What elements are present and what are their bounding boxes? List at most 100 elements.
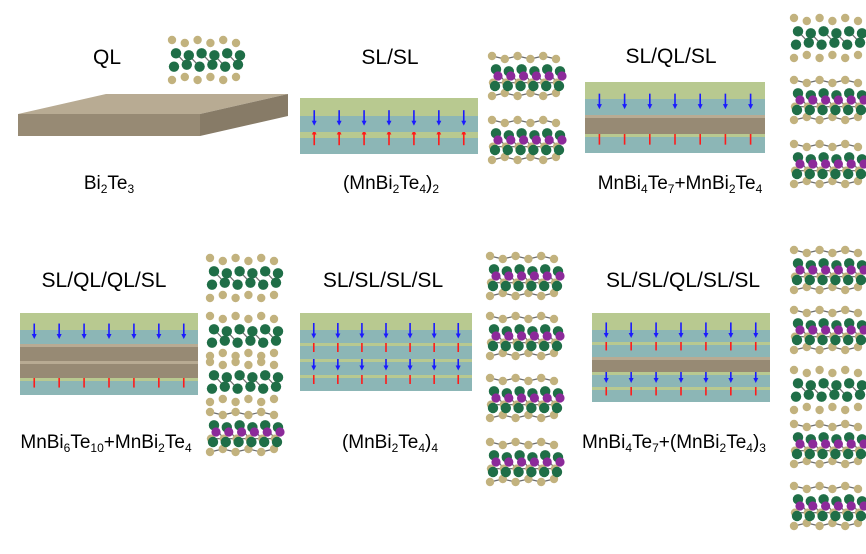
te-atom: [802, 248, 811, 258]
te-atom: [244, 314, 253, 324]
bi-atom: [791, 510, 803, 522]
bi-atom: [830, 274, 841, 286]
bi-atom: [805, 380, 816, 391]
bi-atom: [855, 334, 866, 346]
formula-subscript: 4: [755, 182, 763, 196]
mn-atom: [504, 271, 514, 281]
te-atom: [551, 118, 561, 128]
te-atom: [828, 248, 837, 258]
mn-atom: [859, 159, 866, 169]
te-atom: [231, 357, 240, 367]
te-atom: [500, 54, 509, 64]
mn-atom: [504, 331, 514, 341]
bi-atom: [207, 59, 218, 70]
slab-front-face: [20, 364, 198, 378]
te-atom: [526, 118, 535, 128]
te-atom: [526, 54, 535, 64]
mn-atom: [821, 159, 831, 169]
formula-text: Te: [735, 173, 756, 194]
bi-atom: [854, 37, 866, 48]
mn-atom: [833, 95, 843, 105]
bi-atom: [206, 383, 218, 394]
slab-top-face: [585, 82, 765, 99]
bi-atom: [181, 59, 192, 70]
formula-text: Te: [726, 432, 747, 453]
mn-atom: [808, 265, 818, 275]
bi-atom: [856, 380, 866, 391]
te-atom: [231, 397, 240, 407]
bi-atom: [260, 370, 271, 381]
mn-atom: [795, 95, 805, 105]
mn-atom: [808, 439, 818, 449]
te-atom: [853, 368, 863, 378]
bi-atom: [513, 402, 524, 414]
mn-atom: [493, 71, 503, 81]
mn-atom: [821, 325, 831, 335]
bi-atom: [818, 26, 829, 37]
te-atom: [789, 405, 799, 415]
mn-atom: [808, 95, 818, 105]
te-atom: [537, 311, 546, 321]
mn-atom: [542, 271, 552, 281]
te-atom: [244, 394, 253, 404]
slab-front-face: [300, 138, 478, 154]
bi-atom: [817, 274, 828, 286]
te-atom: [206, 38, 215, 48]
bi-atom: [234, 370, 245, 381]
bi-atom: [831, 380, 842, 391]
te-atom: [511, 413, 520, 423]
bi-atom: [526, 466, 537, 478]
te-atom: [231, 407, 240, 417]
te-atom: [802, 402, 811, 412]
bi-atom: [258, 383, 269, 394]
formula-subscript: 3: [759, 441, 766, 455]
bi-atom: [829, 389, 840, 400]
te-atom: [539, 155, 548, 165]
te-atom: [841, 179, 850, 189]
bi-atom: [232, 383, 243, 394]
te-atom: [257, 447, 266, 457]
bi-atom: [222, 48, 233, 59]
bi-atom: [221, 268, 232, 279]
te-atom: [269, 394, 279, 404]
bi-atom: [246, 436, 257, 448]
te-atom: [549, 254, 559, 264]
mn-atom: [846, 501, 856, 511]
mn-atom: [555, 271, 565, 281]
te-atom: [205, 407, 215, 417]
te-atom: [841, 115, 850, 125]
te-atom: [549, 376, 559, 386]
te-atom: [841, 305, 850, 315]
mn-atom: [504, 393, 514, 403]
mn-atom: [846, 265, 856, 275]
mn-atom: [795, 501, 805, 511]
te-atom: [244, 348, 253, 358]
te-atom: [511, 437, 520, 447]
sl-crystal-icon: [789, 139, 866, 189]
te-atom: [218, 290, 227, 300]
te-atom: [789, 365, 799, 375]
bi-atom: [843, 334, 854, 346]
te-atom: [815, 285, 824, 295]
te-atom: [789, 13, 799, 23]
te-atom: [218, 256, 227, 266]
bi-atom: [234, 324, 245, 335]
bi-atom: [234, 50, 246, 61]
bi-atom: [183, 50, 194, 61]
bi-atom: [245, 277, 256, 288]
bi-atom: [260, 266, 271, 277]
sl-crystal-icon: [487, 115, 567, 165]
te-atom: [853, 402, 863, 412]
te-atom: [537, 477, 546, 487]
te-atom: [828, 16, 837, 26]
mn-atom: [529, 271, 539, 281]
te-atom: [802, 422, 811, 432]
slab-front-face: [592, 345, 770, 357]
bi-atom: [500, 340, 511, 352]
te-atom: [205, 447, 215, 457]
te-atom: [167, 75, 177, 85]
bi-atom: [258, 279, 269, 290]
mn-atom: [795, 265, 805, 275]
te-atom: [853, 50, 863, 60]
